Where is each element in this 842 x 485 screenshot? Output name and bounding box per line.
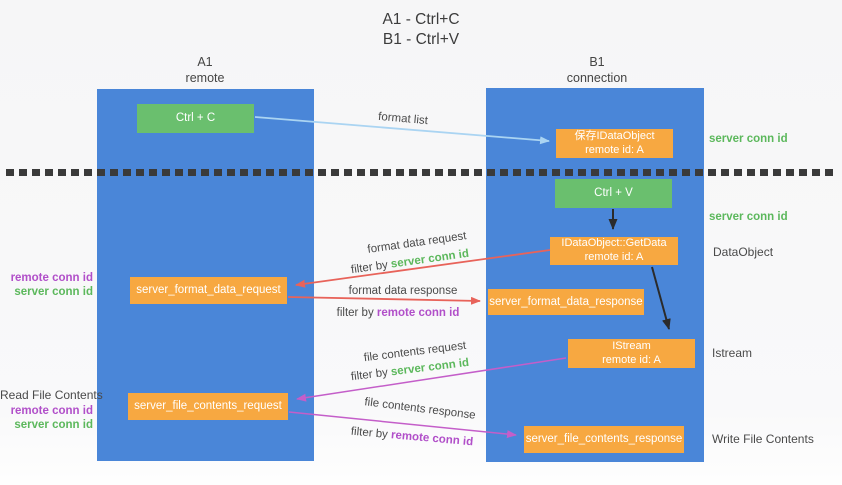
column-b-name: B1 bbox=[589, 55, 605, 69]
format-request-label: server_format_data_request bbox=[136, 284, 281, 297]
getdata-line2: remote id: A bbox=[584, 251, 644, 263]
title-line-1: A1 - Ctrl+C bbox=[382, 11, 460, 28]
page-title: A1 - Ctrl+C B1 - Ctrl+V bbox=[382, 10, 459, 50]
filter-by-text: filter by bbox=[350, 425, 389, 441]
filter-by-text: filter by bbox=[350, 366, 389, 384]
server-conn-id-right-top-label: server conn id bbox=[709, 133, 788, 145]
save-dataobject-node: 保存IDataObject remote id: A bbox=[556, 129, 673, 158]
column-b-subtitle: connection bbox=[566, 70, 628, 85]
ctrl-c-node: Ctrl + C bbox=[137, 104, 254, 133]
ctrl-v-node: Ctrl + V bbox=[555, 179, 672, 208]
ctrl-c-label: Ctrl + C bbox=[175, 112, 216, 125]
getdata-node: IDataObject::GetData remote id: A bbox=[550, 237, 678, 265]
file-response-node: server_file_contents_response bbox=[524, 426, 684, 453]
istream-line1: IStream bbox=[612, 339, 651, 352]
server-conn-id-text: server conn id bbox=[390, 247, 470, 271]
format-data-response-label: format data response bbox=[348, 285, 458, 297]
file-request-node: server_file_contents_request bbox=[128, 393, 288, 420]
server-conn-id-left-top-label: server conn id bbox=[14, 286, 93, 298]
read-file-contents-label: Read File Contents bbox=[0, 388, 103, 402]
column-a-header: A1 remote bbox=[186, 55, 225, 86]
filter-by-text: filter by bbox=[336, 307, 374, 319]
ctrl-v-label: Ctrl + V bbox=[594, 187, 633, 200]
save-dataobject-line2: remote id: A bbox=[585, 143, 644, 156]
save-dataobject-line1: 保存IDataObject bbox=[574, 129, 655, 142]
remote-conn-id-left-bottom-label: remote conn id bbox=[10, 405, 93, 417]
filter-by-remote-conn-id-top-label: filter by remote conn id bbox=[337, 307, 460, 319]
format-request-node: server_format_data_request bbox=[130, 277, 287, 304]
file-request-label: server_file_contents_request bbox=[134, 400, 282, 413]
server-conn-id-text: server conn id bbox=[390, 356, 470, 379]
remote-conn-id-left-top-label: remote conn id bbox=[10, 272, 93, 284]
istream-side-label: Istream bbox=[712, 346, 753, 360]
istream-line2: remote id: A bbox=[602, 353, 661, 366]
format-response-node: server_format_data_response bbox=[488, 289, 644, 315]
dashed-divider-line bbox=[6, 169, 836, 176]
server-conn-id-left-bottom-label: server conn id bbox=[14, 419, 93, 431]
column-a-name: A1 bbox=[197, 55, 213, 69]
file-response-label: server_file_contents_response bbox=[525, 433, 683, 446]
istream-node: IStream remote id: A bbox=[568, 339, 695, 368]
remote-conn-id-text: remote conn id bbox=[390, 429, 474, 449]
file-contents-response-label: file contents response bbox=[363, 396, 477, 422]
write-file-contents-label: Write File Contents bbox=[712, 432, 814, 446]
column-a-subtitle: remote bbox=[185, 70, 225, 85]
column-b-header: B1 connection bbox=[567, 55, 627, 86]
getdata-line1: IDataObject::GetData bbox=[561, 237, 667, 250]
format-list-label: format list bbox=[377, 110, 429, 128]
server-conn-id-right-mid-label: server conn id bbox=[709, 211, 788, 223]
dataobject-side-label: DataObject bbox=[713, 245, 774, 259]
remote-conn-id-text: remote conn id bbox=[376, 307, 460, 319]
filter-by-remote-conn-id-bottom-label: filter by remote conn id bbox=[350, 426, 473, 449]
title-line-2: B1 - Ctrl+V bbox=[382, 30, 460, 48]
format-response-label: server_format_data_response bbox=[489, 295, 643, 308]
filter-by-text: filter by bbox=[350, 259, 389, 277]
arrow-format-data-response bbox=[287, 296, 481, 305]
